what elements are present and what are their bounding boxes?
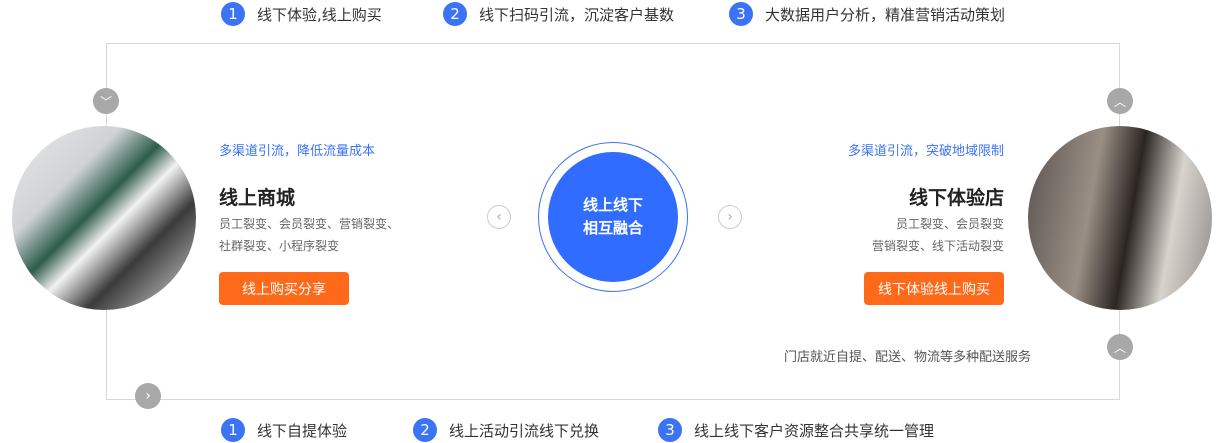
right-title: 线下体验店 <box>908 187 1004 209</box>
left-title: 线上商城 <box>219 187 296 209</box>
online-mall-photo <box>12 126 196 310</box>
desc-line: 员工裂变、会员裂变 <box>895 217 1004 231</box>
step-number: 3 <box>729 2 753 26</box>
step-label: 线上线下客户资源整合共享统一管理 <box>694 421 935 440</box>
step-number: 2 <box>443 2 467 26</box>
left-desc: 员工裂变、会员裂变、营销裂变、社群裂变、小程序裂变 <box>219 213 399 257</box>
chevron-up-icon[interactable]: ︿ <box>1107 88 1133 114</box>
chevron-right-icon[interactable]: › <box>135 383 161 409</box>
desc-line: 社群裂变、小程序裂变 <box>219 239 340 253</box>
top-step-2: 2 线下扫码引流，沉淀客户基数 <box>443 2 674 26</box>
offline-experience-button[interactable]: 线下体验线上购买 <box>864 272 1004 305</box>
chevron-left-icon[interactable]: ‹ <box>487 205 511 229</box>
step-number: 1 <box>221 418 245 442</box>
bottom-step-2: 2 线上活动引流线下兑换 <box>413 418 599 442</box>
right-subtitle: 多渠道引流，突破地域限制 <box>847 144 1004 159</box>
step-number: 2 <box>413 418 437 442</box>
bottom-step-1: 1 线下自提体验 <box>221 418 347 442</box>
step-label: 线下自提体验 <box>257 421 348 440</box>
top-step-1: 1 线下体验,线上购买 <box>221 2 382 26</box>
center-line: 相互融合 <box>582 219 643 237</box>
step-number: 3 <box>658 418 682 442</box>
step-label: 线下体验,线上购买 <box>257 5 382 24</box>
center-ring <box>538 142 688 292</box>
desc-line: 员工裂变、会员裂变、营销裂变、 <box>219 217 400 231</box>
left-subtitle: 多渠道引流，降低流量成本 <box>219 144 376 159</box>
chevron-down-icon[interactable]: ﹀ <box>93 88 119 114</box>
right-desc: 员工裂变、会员裂变营销裂变、线下活动裂变 <box>872 213 1004 257</box>
desc-line: 营销裂变、线下活动裂变 <box>871 239 1004 253</box>
offline-store-photo <box>1028 126 1212 310</box>
online-buy-share-button[interactable]: 线上购买分享 <box>219 272 349 305</box>
chevron-up-icon[interactable]: ︿ <box>1107 334 1133 360</box>
chevron-right-icon[interactable]: › <box>718 205 742 229</box>
center-circle: 线上线下相互融合 <box>548 152 678 282</box>
step-label: 大数据用户分析，精准营销活动策划 <box>765 5 1006 24</box>
step-label: 线下扫码引流，沉淀客户基数 <box>479 5 675 24</box>
bottom-step-3: 3 线上线下客户资源整合共享统一管理 <box>658 418 934 442</box>
delivery-note: 门店就近自提、配送、物流等多种配送服务 <box>784 350 1032 365</box>
step-label: 线上活动引流线下兑换 <box>449 421 600 440</box>
step-number: 1 <box>221 2 245 26</box>
top-step-3: 3 大数据用户分析，精准营销活动策划 <box>729 2 1005 26</box>
center-line: 线上线下 <box>582 196 643 214</box>
